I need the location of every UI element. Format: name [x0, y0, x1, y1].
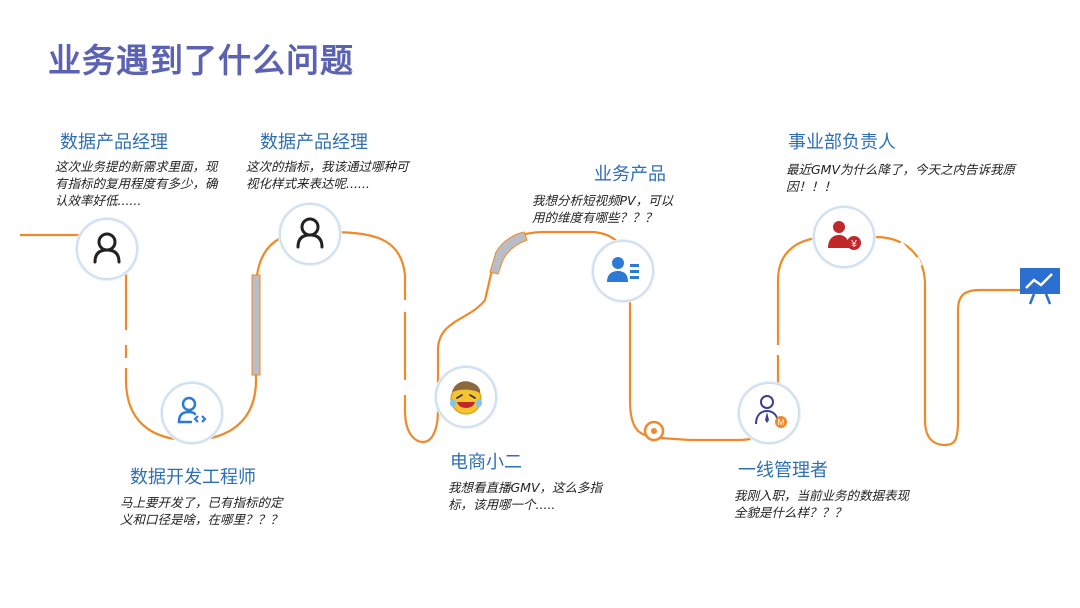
page-title: 业务遇到了什么问题: [48, 41, 354, 80]
user-list-icon: [607, 257, 639, 282]
stage-3-quote: 这次的指标，我该通过哪种可视化样式来表达呢......: [246, 159, 409, 191]
gray-bar-1: [251, 274, 261, 376]
stage-3-icon-holder: [279, 203, 341, 265]
stage-6-quote: 我刚入职，当前业务的数据表现全貌是什么样？？？: [734, 488, 910, 520]
stage-5-icon-holder: [592, 240, 654, 302]
gray-bar-2: [489, 231, 528, 275]
svg-text:M: M: [778, 418, 785, 427]
stage-1-quote: 这次业务提的新需求里面，现有指标的复用程度有多少，确认效率好低......: [55, 159, 218, 208]
stage-1-icon-holder: [76, 218, 138, 280]
stage-1-role: 数据产品经理: [60, 132, 168, 153]
svg-text:¥: ¥: [850, 239, 857, 250]
manager-icon: M: [755, 395, 787, 428]
stage-5-quote: 我想分析短视频PV，可以用的维度有哪些？？？: [532, 193, 674, 225]
stage-7-quote: 最近GMV为什么降了，今天之内告诉我原因！！！: [786, 162, 1016, 194]
stage-6-role: 一线管理者: [738, 460, 828, 481]
stage-4-role: 电商小二: [450, 452, 522, 473]
stage-4-quote: 我想看直播GMV，这么多指标，该用哪一个.....: [448, 480, 603, 512]
stage-7-icon-holder: ¥: [813, 206, 875, 268]
stage-2-icon-holder: [161, 382, 223, 444]
stage-5-role: 业务产品: [594, 164, 666, 185]
person-outline-icon: [93, 232, 121, 264]
stage-7-role: 事业部负责人: [788, 132, 896, 153]
stage-3-role: 数据产品经理: [260, 132, 368, 153]
stage-2-role: 数据开发工程师: [130, 467, 256, 488]
person-outline-icon: [296, 217, 324, 249]
laughing-emoji-icon: [450, 381, 482, 415]
presentation-chart-icon: [1020, 268, 1060, 305]
boss-yuan-icon: ¥: [828, 221, 861, 250]
stage-2-quote: 马上要开发了，已有指标的定义和口径是啥，在哪里？？？: [120, 495, 283, 527]
developer-code-icon: [177, 396, 207, 424]
stage-6-icon-holder: M: [738, 382, 800, 444]
stage-4-icon-holder: [435, 366, 497, 428]
